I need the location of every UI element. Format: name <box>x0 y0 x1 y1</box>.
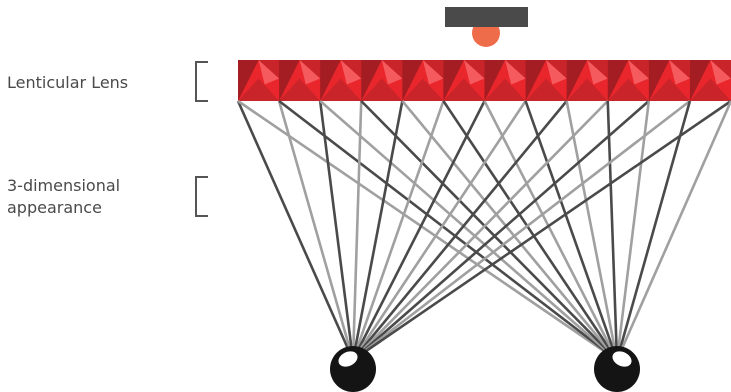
display-bar <box>445 7 528 27</box>
lens-facet-highlight <box>628 60 649 85</box>
lens-bracket <box>195 61 208 102</box>
lens-facet-dark <box>402 60 423 101</box>
lens-facet-lower <box>607 78 649 101</box>
lens-facet-lower <box>566 78 608 101</box>
light-ray <box>351 100 527 361</box>
light-ray <box>615 100 731 361</box>
lens-facet-highlight <box>546 60 567 85</box>
lens-facet-dark <box>689 60 711 101</box>
light-ray <box>237 99 618 362</box>
left-eye-highlight <box>338 351 358 367</box>
light-ray <box>615 100 692 361</box>
lens-facet-dark <box>443 60 464 101</box>
light-ray <box>360 100 618 361</box>
lens-facet-dark <box>648 60 670 101</box>
lens-facet-mid <box>340 60 362 79</box>
lens-facet-lower <box>689 78 731 101</box>
lens-facet-lower <box>361 78 403 101</box>
lens-facet-mid <box>422 60 444 79</box>
light-ray <box>352 99 691 362</box>
lens-facet-lower <box>648 78 690 101</box>
lens-facet-dark <box>238 60 259 101</box>
lens-facet-lower <box>402 78 444 101</box>
lenticular-lens <box>238 60 731 101</box>
light-ray <box>351 100 445 361</box>
light-ray <box>483 100 619 361</box>
lens-facet-highlight <box>299 60 321 85</box>
lens-facet-highlight <box>258 60 280 85</box>
lenticular-lens-label: Lenticular Lens <box>7 73 129 92</box>
light-ray <box>351 100 568 361</box>
lens-facet-mid <box>669 60 690 79</box>
three-dimensional-label-line1: 3-dimensional <box>7 176 121 195</box>
lens-facet-mid <box>505 60 526 79</box>
light-ray <box>442 100 619 361</box>
light-ray <box>277 100 355 361</box>
light-rays <box>236 99 731 362</box>
light-ray <box>352 100 650 361</box>
light-ray <box>352 99 731 362</box>
light-ray <box>352 100 609 361</box>
light-ray <box>565 100 619 361</box>
lens-facet-highlight <box>463 60 485 85</box>
lens-facet-mid <box>587 60 608 79</box>
light-ray <box>319 100 618 361</box>
lens-facet-mid <box>710 60 731 79</box>
light-ray <box>278 99 618 362</box>
lens-facet-dark <box>320 60 341 101</box>
lens-facet-dark <box>525 60 547 101</box>
lens-facet-lower <box>238 78 280 101</box>
lens-facet-highlight <box>710 60 731 85</box>
light-ray <box>351 100 486 361</box>
lens-facet-highlight <box>587 60 608 85</box>
lens-facet-dark <box>607 60 629 101</box>
light-ray <box>606 100 619 361</box>
light-ray <box>318 100 355 361</box>
right-eye-highlight <box>612 351 632 367</box>
lens-facet-highlight <box>340 60 362 85</box>
light-ray <box>236 100 355 361</box>
light-ray <box>401 100 619 361</box>
lens-facet-highlight <box>669 60 690 85</box>
light-ray <box>524 100 619 361</box>
lens-facet-highlight <box>381 60 403 85</box>
lens-facet-mid <box>299 60 321 79</box>
lens-facet-highlight <box>505 60 526 85</box>
lens-facet-dark <box>566 60 588 101</box>
three-dimensional-appearance-label: 3-dimensional appearance <box>7 175 120 219</box>
right-eye <box>594 346 640 392</box>
left-eye <box>330 346 376 392</box>
lens-facet-lower <box>484 78 526 101</box>
lens-facet-dark <box>361 60 382 101</box>
lens-facet-dark <box>279 60 300 101</box>
lens-facet-mid <box>546 60 567 79</box>
lens-facet-lower <box>525 78 567 101</box>
three-dimensional-label-line2: appearance <box>7 198 102 217</box>
light-ray <box>351 100 404 361</box>
light-ray <box>351 100 363 361</box>
lens-facet-highlight <box>422 60 444 85</box>
appearance-bracket <box>195 176 208 217</box>
lens-facet-mid <box>463 60 485 79</box>
lens-facet-lower <box>320 78 362 101</box>
lens-facet-dark <box>484 60 506 101</box>
lens-facet-lower <box>443 78 485 101</box>
light-ray <box>615 100 651 361</box>
lens-facet-lower <box>279 78 321 101</box>
